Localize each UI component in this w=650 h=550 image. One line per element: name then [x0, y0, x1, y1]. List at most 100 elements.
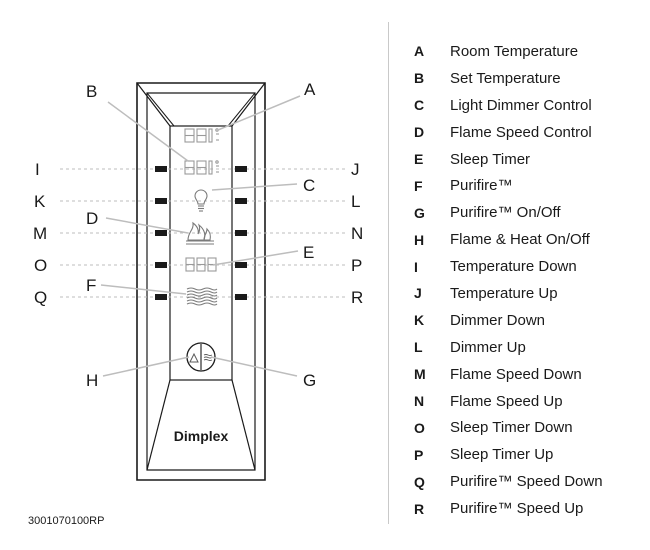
- purifire-wave-icon: [186, 287, 218, 306]
- remote-body: [136, 82, 266, 481]
- seven-segment-temperature-icon: [184, 128, 219, 143]
- legend-label: Temperature Down: [450, 258, 577, 276]
- legend-letter: H: [414, 231, 425, 248]
- legend-letter: P: [414, 446, 424, 463]
- sleep-timer-up-button[interactable]: [235, 262, 247, 268]
- legend-item: D Flame Speed Control: [414, 119, 603, 146]
- legend-list: A Room Temperature B Set Temperature C Ligh…: [414, 38, 603, 522]
- legend-letter: B: [414, 70, 425, 87]
- legend-letter: A: [414, 43, 425, 60]
- legend-label: Sleep Timer: [450, 150, 531, 168]
- legend-letter: I: [414, 258, 418, 275]
- legend-item: M Flame Speed Down: [414, 361, 603, 388]
- callout-f: F: [86, 276, 96, 295]
- legend-letter: E: [414, 151, 424, 167]
- legend-label: Flame Speed Down: [450, 365, 582, 383]
- legend-letter: G: [414, 204, 425, 221]
- callout-l: L: [351, 192, 360, 211]
- sleep-timer-down-button[interactable]: [155, 262, 167, 268]
- legend-letter: N: [414, 393, 425, 410]
- light-bulb-icon: [194, 189, 208, 212]
- flame-speed-down-button[interactable]: [155, 230, 167, 236]
- legend-letter: C: [414, 97, 425, 114]
- set-temperature-display-icon: [184, 160, 219, 175]
- power-button[interactable]: [186, 342, 216, 372]
- callout-p: P: [351, 256, 362, 275]
- legend-letter: L: [414, 339, 423, 356]
- callout-i: I: [35, 160, 40, 179]
- callout-h: H: [86, 371, 98, 390]
- purifire-speed-down-button[interactable]: [155, 294, 167, 300]
- dimmer-down-button[interactable]: [155, 198, 167, 204]
- document-code: 3001070100RP: [28, 515, 105, 527]
- legend-item: P Sleep Timer Up: [414, 441, 603, 468]
- legend-item: E Sleep Timer: [414, 146, 603, 173]
- legend-letter: Q: [414, 473, 425, 490]
- callout-d: D: [86, 209, 98, 228]
- legend-item: O Sleep Timer Down: [414, 414, 603, 441]
- legend-item: I Temperature Down: [414, 253, 603, 280]
- legend-label: Dimmer Up: [450, 338, 526, 356]
- legend-letter: R: [414, 500, 425, 517]
- legend-item: H Flame & Heat On/Off: [414, 226, 603, 253]
- legend-label: Purifire™ On/Off: [450, 204, 561, 222]
- legend-label: Room Temperature: [450, 42, 579, 60]
- legend-label: Set Temperature: [450, 69, 561, 87]
- legend-label: Dimmer Down: [450, 311, 546, 329]
- dimplex-logo: Dimplex: [174, 428, 229, 444]
- callout-o: O: [34, 256, 47, 275]
- legend-label: Purifire™ Speed Up: [450, 500, 584, 518]
- legend-item: G Purifire™ On/Off: [414, 199, 603, 226]
- callout-r: R: [351, 288, 363, 307]
- callout-m: M: [33, 224, 47, 243]
- legend-label: Purifire™: [450, 177, 513, 195]
- purifire-speed-up-button[interactable]: [235, 294, 247, 300]
- svg-text:Dimplex: Dimplex: [174, 428, 229, 444]
- temperature-down-button[interactable]: [155, 166, 167, 172]
- dimmer-up-button[interactable]: [235, 198, 247, 204]
- legend-label: Flame & Heat On/Off: [450, 231, 590, 249]
- legend-letter: K: [414, 312, 425, 329]
- legend-label: Sleep Timer Up: [450, 446, 554, 464]
- temperature-up-button[interactable]: [235, 166, 247, 172]
- callout-c: C: [303, 176, 315, 195]
- purifire-button-icon: [203, 354, 213, 361]
- legend-letter: D: [414, 124, 425, 141]
- callout-b: B: [86, 82, 97, 101]
- legend-item: A Room Temperature: [414, 38, 603, 65]
- legend-item: C Light Dimmer Control: [414, 92, 603, 119]
- callout-n: N: [351, 224, 363, 243]
- legend-item: R Purifire™ Speed Up: [414, 495, 603, 522]
- callout-e: E: [303, 243, 314, 262]
- flame-speed-up-button[interactable]: [235, 230, 247, 236]
- legend-item: B Set Temperature: [414, 65, 603, 92]
- warning-triangle-icon: [189, 352, 199, 363]
- leader-lines: [100, 95, 301, 377]
- legend-item: N Flame Speed Up: [414, 388, 603, 415]
- legend-label: Flame Speed Up: [450, 392, 563, 410]
- legend-label: Sleep Timer Down: [450, 419, 573, 437]
- callout-letters: A B C D E F G H I J K L M N O P Q R: [33, 80, 363, 390]
- callout-j: J: [351, 160, 360, 179]
- legend-letter: F: [414, 177, 423, 194]
- panel-divider: [388, 22, 389, 524]
- side-buttons: [155, 166, 247, 300]
- legend-item: J Temperature Up: [414, 280, 603, 307]
- legend-item: K Dimmer Down: [414, 307, 603, 334]
- flame-icon: [186, 221, 214, 245]
- legend-label: Temperature Up: [450, 284, 558, 302]
- legend-item: L Dimmer Up: [414, 334, 603, 361]
- legend-label: Flame Speed Control: [450, 123, 592, 141]
- legend-letter: J: [414, 285, 422, 302]
- callout-a: A: [304, 80, 316, 99]
- legend-label: Light Dimmer Control: [450, 96, 592, 114]
- legend-letter: M: [414, 366, 426, 383]
- legend-item: F Purifire™: [414, 172, 603, 199]
- callout-k: K: [34, 192, 46, 211]
- callout-q: Q: [34, 288, 47, 307]
- callout-g: G: [303, 371, 316, 390]
- legend-letter: O: [414, 419, 425, 436]
- timer-digits-icon: [185, 257, 217, 272]
